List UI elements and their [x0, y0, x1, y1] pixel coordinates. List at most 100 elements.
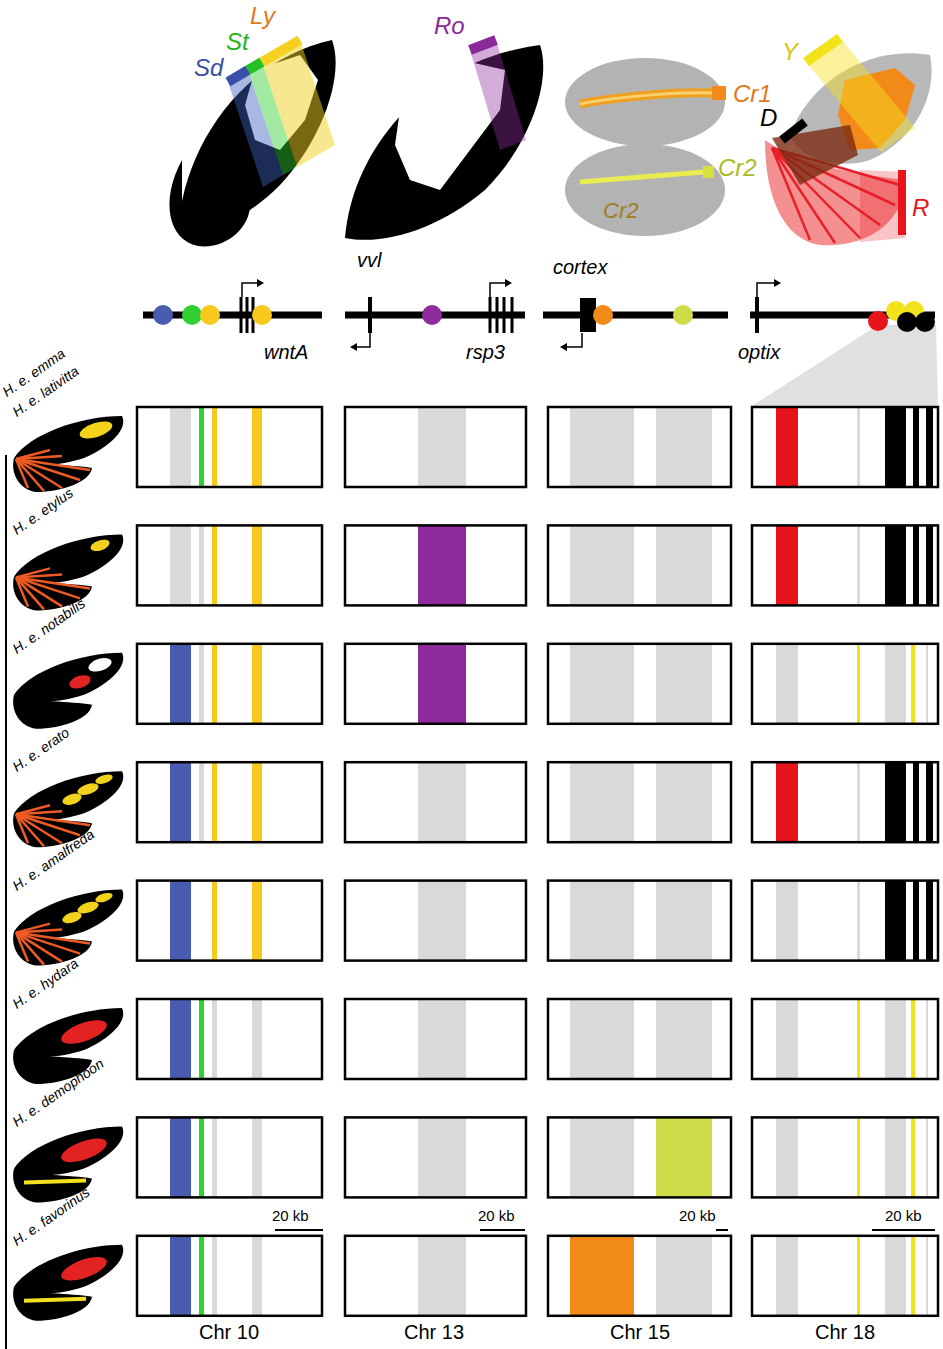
- genotype-band: [252, 1117, 262, 1197]
- red-ray: [16, 930, 62, 933]
- red-ray: [16, 459, 28, 488]
- red-ray: [16, 933, 90, 944]
- panel-frame: [752, 881, 938, 961]
- genotype-band: [418, 881, 466, 961]
- genotype-band: [252, 881, 262, 961]
- genotype-band: [656, 1117, 712, 1197]
- tss-arrow: [566, 333, 582, 347]
- scale-bar: [716, 1229, 728, 1231]
- panel-frame: [548, 1236, 731, 1316]
- genotype-band: [656, 1236, 712, 1316]
- panel-ground: [548, 407, 731, 487]
- genotype-band: [418, 762, 466, 842]
- genotype-band: [418, 1117, 466, 1197]
- genotype-band: [199, 999, 204, 1079]
- genotype-band: [212, 407, 217, 487]
- bar-streak: [580, 93, 712, 104]
- genotype-band: [212, 1117, 217, 1197]
- scale-label: 20 kb: [679, 1208, 716, 1223]
- genotype-band: [776, 1236, 798, 1316]
- wing-illustration: [345, 40, 543, 240]
- panel-frame: [752, 644, 938, 724]
- subspecies-name: H. e. erato: [10, 725, 72, 774]
- genotype-band: [170, 644, 191, 724]
- genotype-band: [913, 881, 919, 961]
- genotype-band: [570, 644, 634, 724]
- genotype-band: [913, 762, 919, 842]
- exon: [503, 297, 506, 333]
- hindwing: [565, 144, 725, 236]
- tree-line: [5, 455, 7, 1349]
- pattern-band: [262, 40, 335, 167]
- genotype-band: [170, 1236, 191, 1316]
- locus-bar: [262, 40, 300, 62]
- panel-ground: [345, 762, 526, 842]
- forewing: [178, 40, 336, 233]
- locus-label: Y: [782, 40, 798, 64]
- genotype-band: [418, 407, 466, 487]
- exon: [755, 297, 759, 333]
- locus-dot: [153, 305, 173, 325]
- panel-ground: [137, 999, 322, 1079]
- butterfly: [13, 534, 123, 610]
- panel-ground: [345, 1236, 526, 1316]
- scale-label: 20 kb: [885, 1208, 922, 1223]
- genotype-band: [857, 881, 860, 961]
- forewing: [14, 416, 123, 465]
- forewing: [14, 890, 123, 939]
- panel-ground: [137, 407, 322, 487]
- butterfly: [13, 1008, 123, 1084]
- locus-label: Sd: [194, 56, 223, 80]
- panel-ground: [548, 881, 731, 961]
- genotype-band: [857, 1236, 860, 1316]
- yellow-patch: [94, 891, 114, 904]
- genotype-band: [885, 1117, 906, 1197]
- genotype-band: [199, 1117, 204, 1197]
- chromosome-name: Chr 13: [404, 1322, 464, 1342]
- exon: [246, 297, 249, 333]
- locus-dot: [868, 311, 888, 331]
- genotype-band: [570, 1117, 634, 1197]
- locus-bar: [712, 86, 726, 100]
- butterfly: [13, 771, 123, 847]
- white-patch: [87, 655, 114, 674]
- genotype-band: [170, 881, 191, 961]
- exon: [368, 297, 372, 333]
- panel-frame: [137, 1117, 322, 1197]
- genotype-band: [570, 407, 634, 487]
- panel-frame: [752, 1117, 938, 1197]
- panel-ground: [752, 644, 938, 724]
- panel-ground: [137, 525, 322, 605]
- genotype-band: [656, 881, 712, 961]
- genotype-band: [911, 644, 915, 724]
- locus-label: Cr2: [718, 156, 757, 180]
- genotype-band: [252, 407, 262, 487]
- wing-illustration: [565, 58, 726, 236]
- genotype-band: [776, 762, 798, 842]
- red-ray: [16, 814, 44, 846]
- panel-frame: [345, 881, 526, 961]
- tss-arrow: [356, 333, 370, 347]
- genotype-band: [857, 1117, 860, 1197]
- panel-ground: [137, 881, 322, 961]
- butterfly: [13, 1245, 123, 1321]
- genotype-band: [199, 644, 204, 724]
- panel-frame: [345, 644, 526, 724]
- genotype-band: [885, 1236, 906, 1316]
- red-ray: [16, 933, 28, 962]
- locus-dot: [897, 312, 917, 332]
- panel-frame: [345, 525, 526, 605]
- gene-name: wntA: [264, 342, 308, 362]
- hindwing: [565, 58, 725, 146]
- panel-ground: [752, 881, 938, 961]
- wing-illustration: [765, 38, 932, 245]
- genotype-band: [885, 644, 906, 724]
- red-ray: [16, 577, 90, 588]
- genotype-band: [418, 999, 466, 1079]
- genotype-band: [926, 762, 933, 842]
- red-ray: [16, 577, 28, 606]
- genotype-band: [570, 1236, 634, 1316]
- genotype-band: [570, 881, 634, 961]
- genotype-band: [885, 999, 906, 1079]
